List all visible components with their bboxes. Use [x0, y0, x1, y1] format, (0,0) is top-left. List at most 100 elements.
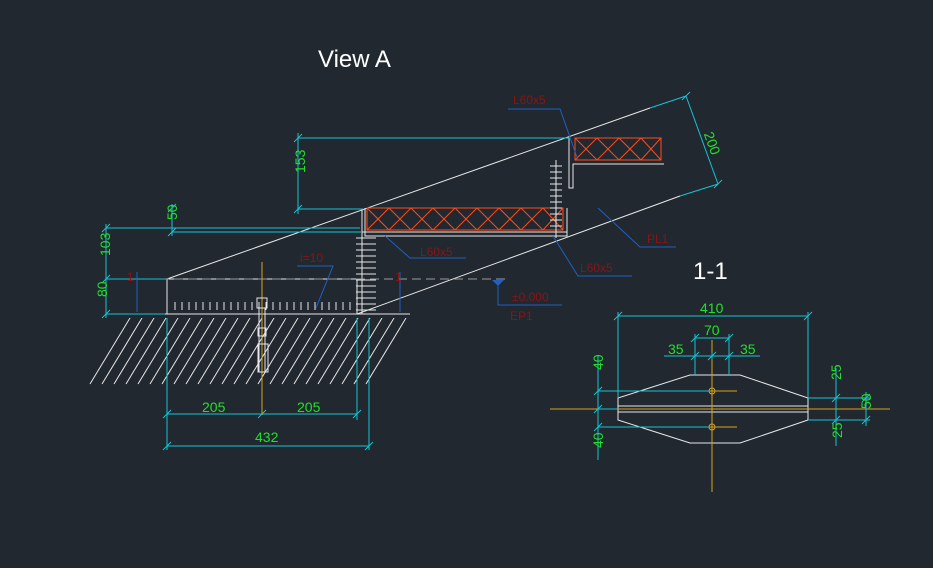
soil-hatch-line	[209, 317, 251, 385]
slab-hatch-line	[520, 207, 544, 231]
annotations-view-a: L60x5 L60x5 L60x5 PL1 i=10 ±0.000 EP1 1 …	[127, 93, 676, 323]
leader-l60-bottom	[552, 235, 632, 277]
dim-40-40: 40 40	[590, 354, 710, 460]
soil-hatch-line	[101, 317, 143, 385]
section-mark-right: 1	[395, 270, 402, 284]
ann-l60-mid: L60x5	[420, 245, 453, 259]
soil-hatch	[89, 317, 407, 385]
anchor-nut	[257, 327, 267, 337]
upper-slab	[555, 137, 664, 238]
leader-slope	[297, 265, 334, 309]
ann-elevation-tag: EP1	[510, 309, 533, 323]
soil-hatch-line	[113, 317, 155, 385]
anchor-bolt	[256, 262, 269, 415]
upper-post-ticks	[550, 165, 562, 233]
dim-25-50-25: 25 50 25	[808, 364, 874, 446]
soil-hatch-line	[305, 317, 347, 385]
upper-slab-angle	[568, 138, 664, 189]
dim-50-label: 50	[858, 393, 874, 409]
slab-hatch-line	[618, 137, 642, 161]
base-plate-ticks	[174, 302, 351, 310]
dim-35-right-label: 35	[740, 341, 756, 357]
soil-hatch-line	[125, 317, 167, 385]
ann-elevation-value: ±0.000	[512, 290, 549, 304]
soil-hatch-line	[293, 317, 335, 385]
section-1-1: 1-1 410	[550, 258, 890, 492]
dim-35-left-label: 35	[668, 341, 684, 357]
ann-l60-top: L60x5	[513, 93, 546, 107]
soil-hatch-line	[341, 317, 383, 385]
dim-205-205-432: 205 205 432	[162, 318, 374, 451]
soil-hatch-line	[173, 317, 215, 385]
soil-hatch-line	[233, 317, 275, 385]
soil-hatch-line	[185, 317, 227, 385]
soil-hatch-line	[353, 317, 395, 385]
slab-hatch-line	[454, 207, 478, 231]
soil-hatch-line	[329, 317, 371, 385]
dim-410-label: 410	[700, 300, 724, 316]
soil-hatch-line	[365, 317, 407, 385]
slab-hatch-line	[596, 137, 620, 161]
dim-410: 410	[613, 300, 813, 398]
upper-slab-hatch	[574, 137, 662, 161]
elevation-arrow	[492, 280, 504, 286]
leader-l60-top	[508, 108, 579, 161]
dim-25-top-label: 25	[828, 364, 844, 380]
ann-l60-bottom: L60x5	[580, 261, 613, 275]
dim-205-right-label: 205	[297, 399, 321, 415]
ann-slope: i=10	[300, 251, 323, 265]
soil-hatch-line	[89, 317, 131, 385]
dim-70-label: 70	[704, 322, 720, 338]
soil-hatch-line	[257, 317, 299, 385]
slab-hatch-line	[498, 207, 522, 231]
section-plate-outline	[617, 374, 809, 444]
lower-slab-angle	[364, 208, 568, 237]
slab-hatch-line	[410, 207, 434, 231]
slab-hatch-line	[574, 137, 598, 161]
soil-hatch-line	[197, 317, 239, 385]
soil-hatch-line	[317, 317, 359, 385]
anchor-head	[256, 297, 268, 309]
soil-hatch-line	[221, 317, 263, 385]
slab-hatch-line	[476, 207, 500, 231]
view-a-title: View A	[318, 46, 391, 73]
lower-slab-hatch	[366, 207, 564, 231]
dim-103-80: 103 80	[94, 223, 360, 319]
slab-hatch-line	[366, 207, 390, 231]
soil-hatch-line	[269, 317, 311, 385]
dim-40-top-label: 40	[590, 354, 606, 370]
dim-70-35-35: 70 35 35	[664, 322, 760, 375]
lower-slab-box	[366, 207, 564, 231]
column-ticks	[356, 237, 376, 311]
leader-pl1	[597, 207, 676, 248]
dim-50: 50	[164, 203, 362, 237]
dim-103-label: 103	[97, 232, 113, 256]
section-mark-left: 1	[127, 270, 134, 284]
dim-432-label: 432	[255, 429, 279, 445]
slope-line-lower	[356, 195, 681, 315]
dim-200-label: 200	[701, 129, 724, 157]
dim-200: 200	[649, 91, 724, 197]
view-a: View A	[89, 46, 724, 451]
leader-l60-mid	[384, 235, 466, 259]
anchor-sleeve	[257, 343, 269, 373]
dim-205-left-label: 205	[202, 399, 226, 415]
slab-hatch-line	[388, 207, 412, 231]
slab-hatch-line	[432, 207, 456, 231]
section-title: 1-1	[693, 258, 728, 285]
soil-hatch-line	[245, 317, 287, 385]
dim-50-label: 50	[164, 204, 180, 220]
dim-153-label: 153	[292, 149, 308, 173]
lower-slab	[362, 207, 568, 237]
soil-hatch-line	[161, 317, 203, 385]
leader-elevation	[497, 280, 562, 306]
dim-25-bottom-label: 25	[829, 422, 845, 438]
soil-hatch-line	[137, 317, 179, 385]
soil-hatch-line	[149, 317, 191, 385]
dim-153: 153	[292, 133, 570, 214]
dim-80-label: 80	[94, 281, 110, 297]
dim-40-bottom-label: 40	[590, 432, 606, 448]
upper-slab-box	[574, 137, 662, 161]
